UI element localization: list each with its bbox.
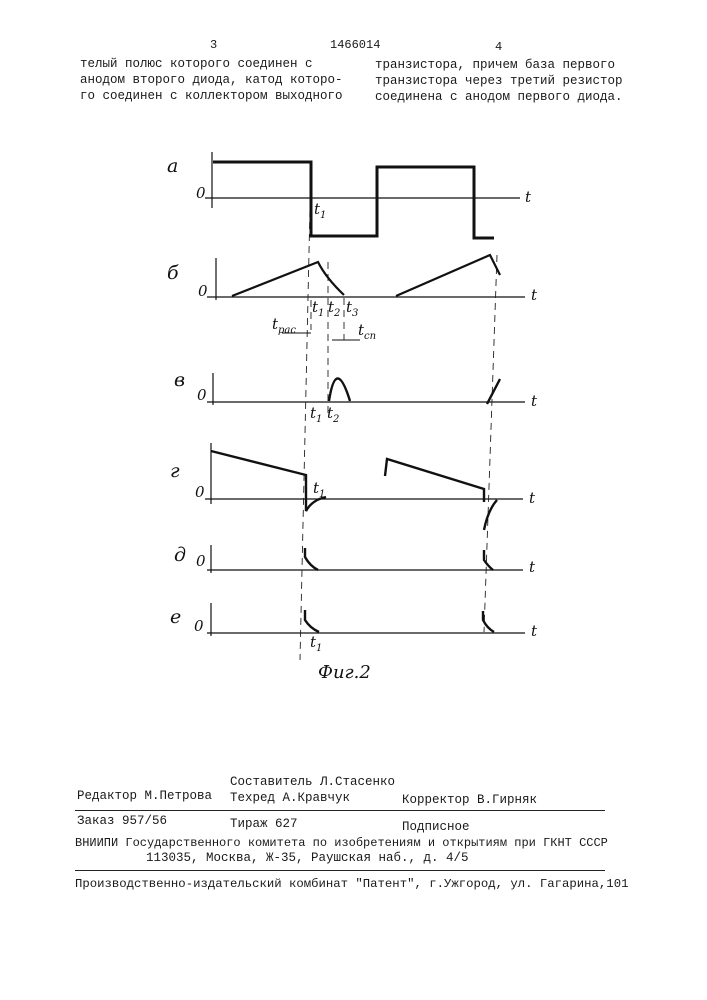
t1-label-v: t1 bbox=[310, 404, 322, 425]
row-label-b: б bbox=[167, 262, 179, 284]
subscription: Подписное bbox=[402, 820, 470, 835]
axis-label-e: t bbox=[531, 622, 537, 640]
zero-e: 0 bbox=[194, 617, 204, 635]
t2-label-b: t2 bbox=[328, 298, 340, 319]
waveform-b bbox=[232, 255, 500, 296]
order-number: Заказ 957/56 bbox=[77, 814, 167, 829]
axis-label-b: t bbox=[531, 286, 537, 304]
t-sp-label: tсп bbox=[358, 321, 376, 342]
editor: Редактор М.Петрова bbox=[77, 789, 212, 804]
compiler: Составитель Л.Стасенко bbox=[230, 775, 395, 790]
waveform-v bbox=[329, 379, 500, 405]
row-label-a: а bbox=[167, 155, 178, 177]
t2-label-v: t2 bbox=[327, 404, 339, 425]
address: 113035, Москва, Ж-35, Раушская наб., д. … bbox=[146, 851, 469, 866]
institute: ВНИИПИ Государственного комитета по изоб… bbox=[75, 836, 608, 851]
zero-v: 0 bbox=[197, 386, 207, 404]
footer-rule-2 bbox=[75, 870, 605, 871]
axis-label-g: t bbox=[529, 489, 535, 507]
row-label-d: д bbox=[174, 544, 186, 566]
guide-t-next bbox=[484, 255, 497, 632]
axis-label-a: t bbox=[525, 188, 531, 206]
footer-rule-1 bbox=[75, 810, 605, 811]
tech-editor: Техред А.Кравчук bbox=[230, 791, 350, 806]
waveform-g bbox=[211, 451, 497, 530]
row-label-v: в bbox=[174, 369, 185, 391]
publisher: Производственно-издательский комбинат "П… bbox=[75, 877, 628, 892]
zero-g: 0 bbox=[195, 483, 205, 501]
waveform-e bbox=[305, 610, 494, 632]
t1-label-a: t1 bbox=[314, 200, 326, 221]
t1-label-b: t1 bbox=[312, 298, 324, 319]
row-label-g: г bbox=[170, 460, 180, 482]
waveform-a bbox=[213, 162, 494, 238]
waveform-d bbox=[305, 548, 493, 570]
figure-caption: Фиг.2 bbox=[318, 662, 371, 683]
axis-label-d: t bbox=[529, 558, 535, 576]
zero-d: 0 bbox=[196, 552, 206, 570]
circulation: Тираж 627 bbox=[230, 817, 298, 832]
row-label-e: е bbox=[170, 606, 181, 628]
zero-a: 0 bbox=[196, 184, 206, 202]
zero-b: 0 bbox=[198, 282, 208, 300]
t1-label-e: t1 bbox=[310, 633, 322, 654]
t1-label-g: t1 bbox=[313, 479, 325, 500]
t3-label-b: t3 bbox=[346, 298, 358, 319]
corrector: Корректор В.Гирняк bbox=[402, 793, 537, 808]
axis-label-v: t bbox=[531, 392, 537, 410]
t-ras-label: tрас bbox=[272, 315, 296, 336]
